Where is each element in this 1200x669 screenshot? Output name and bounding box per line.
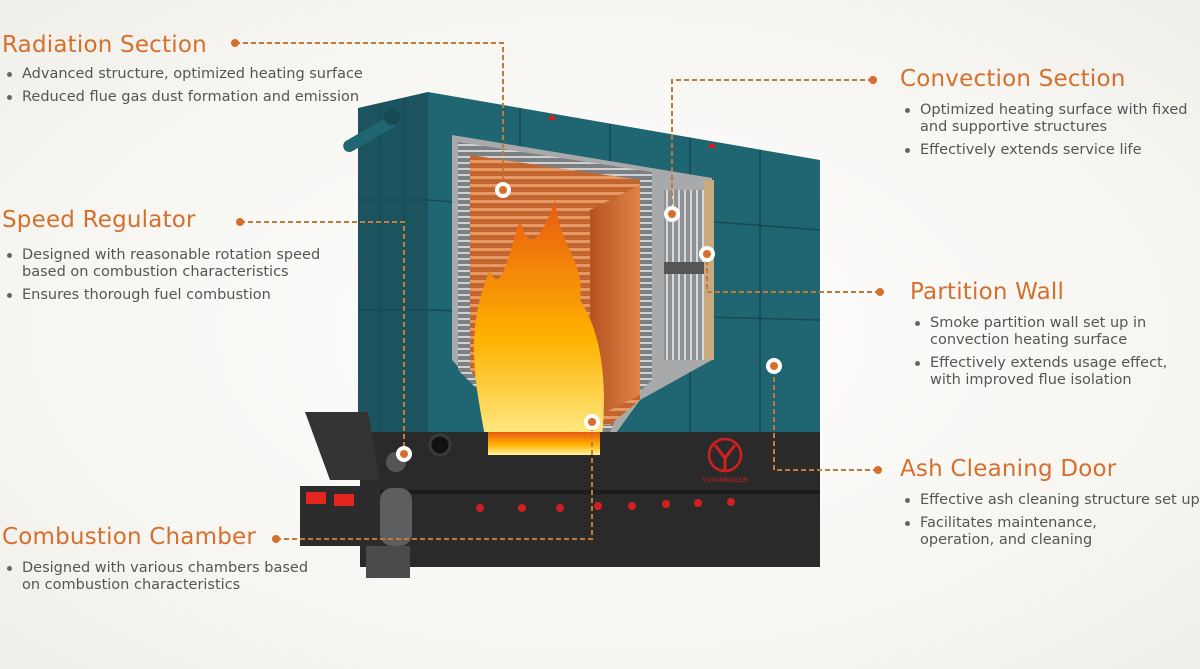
bullet: Designed with reasonable rotation speed …	[7, 247, 342, 281]
bullet: Optimized heating surface with fixed and…	[905, 102, 1190, 136]
section-radiation: Radiation Section Advanced structure, op…	[2, 32, 422, 112]
hotspot-ash-door	[766, 358, 782, 374]
bullet-list: Effective ash cleaning structure set up …	[900, 492, 1200, 549]
bullet: Reduced flue gas dust formation and emis…	[7, 89, 422, 106]
callout-leaders	[235, 42, 880, 540]
bullet: Smoke partition wall set up in convectio…	[915, 315, 1160, 349]
bullet: Effective ash cleaning structure set up	[905, 492, 1200, 508]
section-title: Combustion Chamber	[2, 524, 257, 550]
section-title: Radiation Section	[2, 32, 207, 58]
section-partition-wall: Partition Wall Smoke partition wall set …	[910, 279, 1200, 395]
section-ash-cleaning-door: Ash Cleaning Door Effective ash cleaning…	[900, 456, 1200, 555]
hotspot-radiation	[495, 182, 511, 198]
hotspot-combustion	[584, 414, 600, 430]
section-combustion-chamber: Combustion Chamber Designed with various…	[2, 524, 362, 600]
brand-logo: YUYANBOILER	[702, 437, 748, 484]
section-title: Convection Section	[900, 66, 1126, 92]
hotspot-convection	[664, 206, 680, 222]
flame	[474, 200, 604, 455]
leader-partition	[706, 254, 880, 293]
brand-logo-text: YUYANBOILER	[702, 477, 748, 484]
section-title: Ash Cleaning Door	[900, 456, 1117, 482]
bullet-list: Smoke partition wall set up in convectio…	[910, 315, 1200, 389]
section-title: Partition Wall	[910, 279, 1065, 305]
callout-dots	[231, 39, 884, 543]
bullet-list: Designed with various chambers based on …	[2, 560, 362, 594]
bullet-list: Designed with reasonable rotation speed …	[2, 247, 382, 304]
cutaway-interior	[452, 135, 714, 455]
boiler-base: YUYANBOILER	[300, 412, 820, 578]
hotspot-markers	[396, 182, 782, 462]
bullet: Ensures thorough fuel combustion	[7, 287, 382, 304]
bullet: Facilitates maintenance, operation, and …	[905, 515, 1170, 549]
bullet: Effectively extends usage effect, with i…	[915, 355, 1180, 389]
bullet: Advanced structure, optimized heating su…	[7, 66, 422, 83]
hotspot-partition	[699, 246, 715, 262]
leader-convection	[671, 79, 873, 214]
bullet: Effectively extends service life	[905, 142, 1200, 159]
leader-combustion	[276, 422, 593, 540]
bullet-list: Advanced structure, optimized heating su…	[2, 66, 422, 106]
leader-radiation	[235, 42, 504, 190]
hotspot-speed	[396, 446, 412, 462]
section-convection: Convection Section Optimized heating sur…	[900, 66, 1200, 165]
leader-ash	[773, 366, 878, 471]
bullet-list: Optimized heating surface with fixed and…	[900, 102, 1200, 159]
section-speed-regulator: Speed Regulator Designed with reasonable…	[2, 207, 382, 310]
bullet: Designed with various chambers based on …	[7, 560, 322, 594]
leader-speed	[240, 221, 405, 454]
section-title: Speed Regulator	[2, 207, 196, 233]
